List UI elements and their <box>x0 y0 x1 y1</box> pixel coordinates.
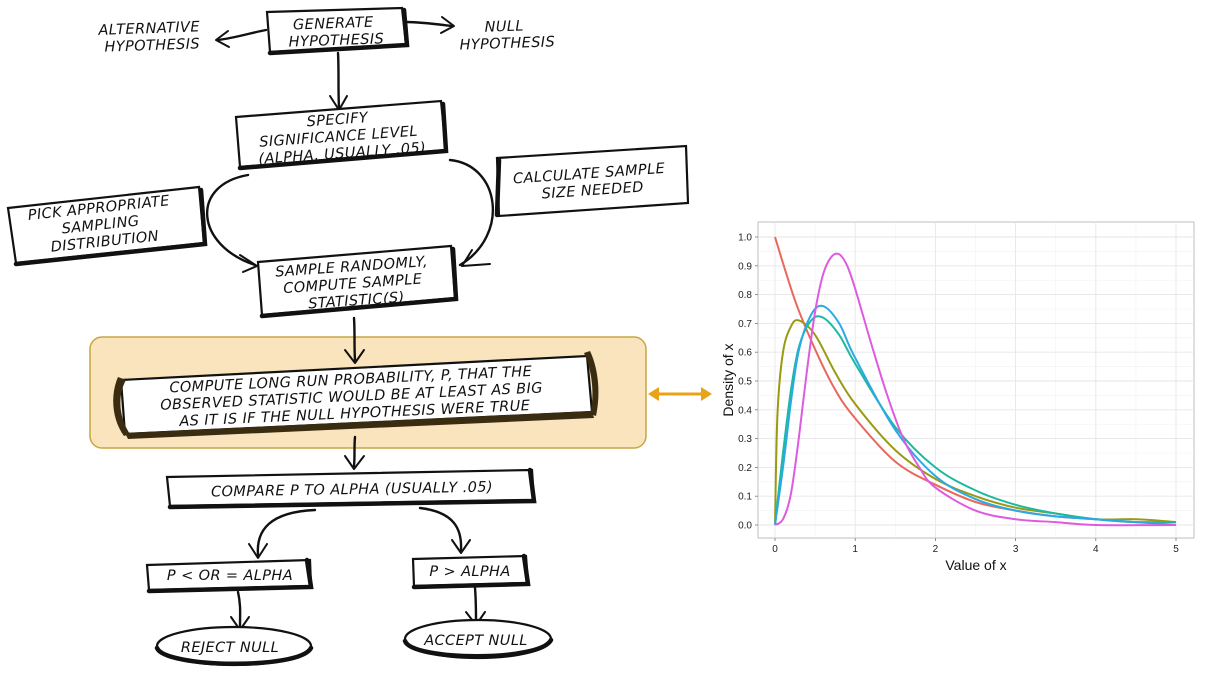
svg-text:P < OR = ALPHA: P < OR = ALPHA <box>167 568 293 584</box>
series-line-5 <box>774 252 1177 527</box>
null-hypothesis-label: NULL HYPOTHESIS <box>459 17 556 53</box>
p-le-alpha-box: P < OR = ALPHA <box>145 557 314 594</box>
generate-line-2: HYPOTHESIS <box>288 31 384 50</box>
svg-text:ACCEPT NULL: ACCEPT NULL <box>423 633 528 649</box>
link-arrow <box>648 387 712 401</box>
svg-text:SAMPLE RANDOMLY, COMPU: SAMPLE RANDOMLY, COMPUTE SAMPLE STATISTI… <box>275 254 436 315</box>
compute-p-brush-left <box>113 377 130 436</box>
p-gt-alpha-box: P > ALPHA <box>411 553 531 590</box>
arrow-to-reject <box>236 590 242 629</box>
reject-null-oval: REJECT NULL <box>154 625 314 667</box>
compute-p-brush-bottom <box>125 411 594 439</box>
svg-text:P > ALPHA: P > ALPHA <box>429 564 510 580</box>
sample-randomly-box: SAMPLE RANDOMLY, COMPUTE SAMPLE STATISTI… <box>256 244 459 319</box>
x-tick-label: 5 <box>1173 544 1179 555</box>
x-tick-label: 2 <box>933 544 939 555</box>
curve-left <box>206 173 257 267</box>
alternative-hypothesis-label: ALTERNATIVE HYPOTHESIS <box>97 19 206 56</box>
arrow-generate-to-significance <box>336 51 341 110</box>
y-tick-label: 0.6 <box>738 348 752 359</box>
sampling-distribution-box: PICK APPROPRIATE SAMPLING DISTRIBUTION <box>6 185 208 267</box>
y-axis-title: Density of x <box>720 343 736 416</box>
compute-p-brush-right <box>584 351 599 416</box>
arrow-sample-to-p <box>352 316 357 362</box>
y-tick-label: 0.2 <box>738 463 752 474</box>
y-tick-label: 0.4 <box>738 405 752 416</box>
svg-text:CALCULATE SAMPLE SIZE: CALCULATE SAMPLE SIZE NEEDED <box>512 161 671 205</box>
series-line-4 <box>774 304 1177 526</box>
arrow-p-to-compare <box>352 435 357 468</box>
y-tick-label: 0.9 <box>738 261 752 272</box>
series-lines <box>774 236 1177 527</box>
compare-label: COMPARE P TO ALPHA (USUALLY .05) <box>211 480 493 501</box>
svg-text:REJECT NULL: REJECT NULL <box>181 640 279 656</box>
accept-null-oval: ACCEPT NULL <box>402 618 554 660</box>
arrow-compare-to-le <box>256 508 317 557</box>
y-tick-label: 0.0 <box>738 521 752 532</box>
compare-box: COMPARE P TO ALPHA (USUALLY .05) <box>165 467 537 510</box>
x-tick-label: 3 <box>1013 544 1019 555</box>
y-tick-label: 0.7 <box>738 319 752 330</box>
flowchart: GENERATE HYPOTHESIS ALTERNATIVE HYPOTHES… <box>6 6 712 667</box>
y-tick-label: 0.8 <box>738 290 752 301</box>
svg-text:GENERATE HYPOTHESIS: GENERATE HYPOTHESIS <box>288 14 385 50</box>
x-axis-ticks: 0 1 2 3 4 5 <box>772 538 1179 555</box>
svg-text:SPECIFY SIGNIFICANCE L: SPECIFY SIGNIFICANCE LEVEL (ALPHA, USUAL… <box>256 106 427 168</box>
y-axis-ticks: 0.0 0.1 0.2 0.3 0.4 0.5 0.6 0.7 0.8 0.9 1.0 <box>738 233 758 532</box>
arrow-to-alternative <box>216 28 268 42</box>
y-tick-label: 0.3 <box>738 434 752 445</box>
arrow-to-null <box>405 20 454 28</box>
significance-box: SPECIFY SIGNIFICANCE LEVEL (ALPHA, USUAL… <box>234 99 449 171</box>
y-tick-label: 0.1 <box>738 492 752 503</box>
x-tick-label: 0 <box>772 544 778 555</box>
generate-hypothesis-box: GENERATE HYPOTHESIS <box>265 6 410 56</box>
sample-size-box: CALCULATE SAMPLE SIZE NEEDED <box>494 144 690 218</box>
arrow-to-accept <box>473 586 478 624</box>
x-axis-title: Value of x <box>945 557 1006 573</box>
arrow-compare-to-gt <box>418 506 463 552</box>
y-tick-label: 1.0 <box>738 233 752 244</box>
significance-line-1: SPECIFY <box>306 110 369 130</box>
curve-right <box>448 158 494 267</box>
density-chart: 0.0 0.1 0.2 0.3 0.4 0.5 0.6 0.7 0.8 0.9 1.0 0 1 2 3 4 5… <box>720 221 1195 573</box>
y-tick-label: 0.5 <box>738 377 752 388</box>
generate-line-1: GENERATE <box>293 15 375 34</box>
x-tick-label: 4 <box>1093 544 1099 555</box>
x-tick-label: 1 <box>852 544 858 555</box>
